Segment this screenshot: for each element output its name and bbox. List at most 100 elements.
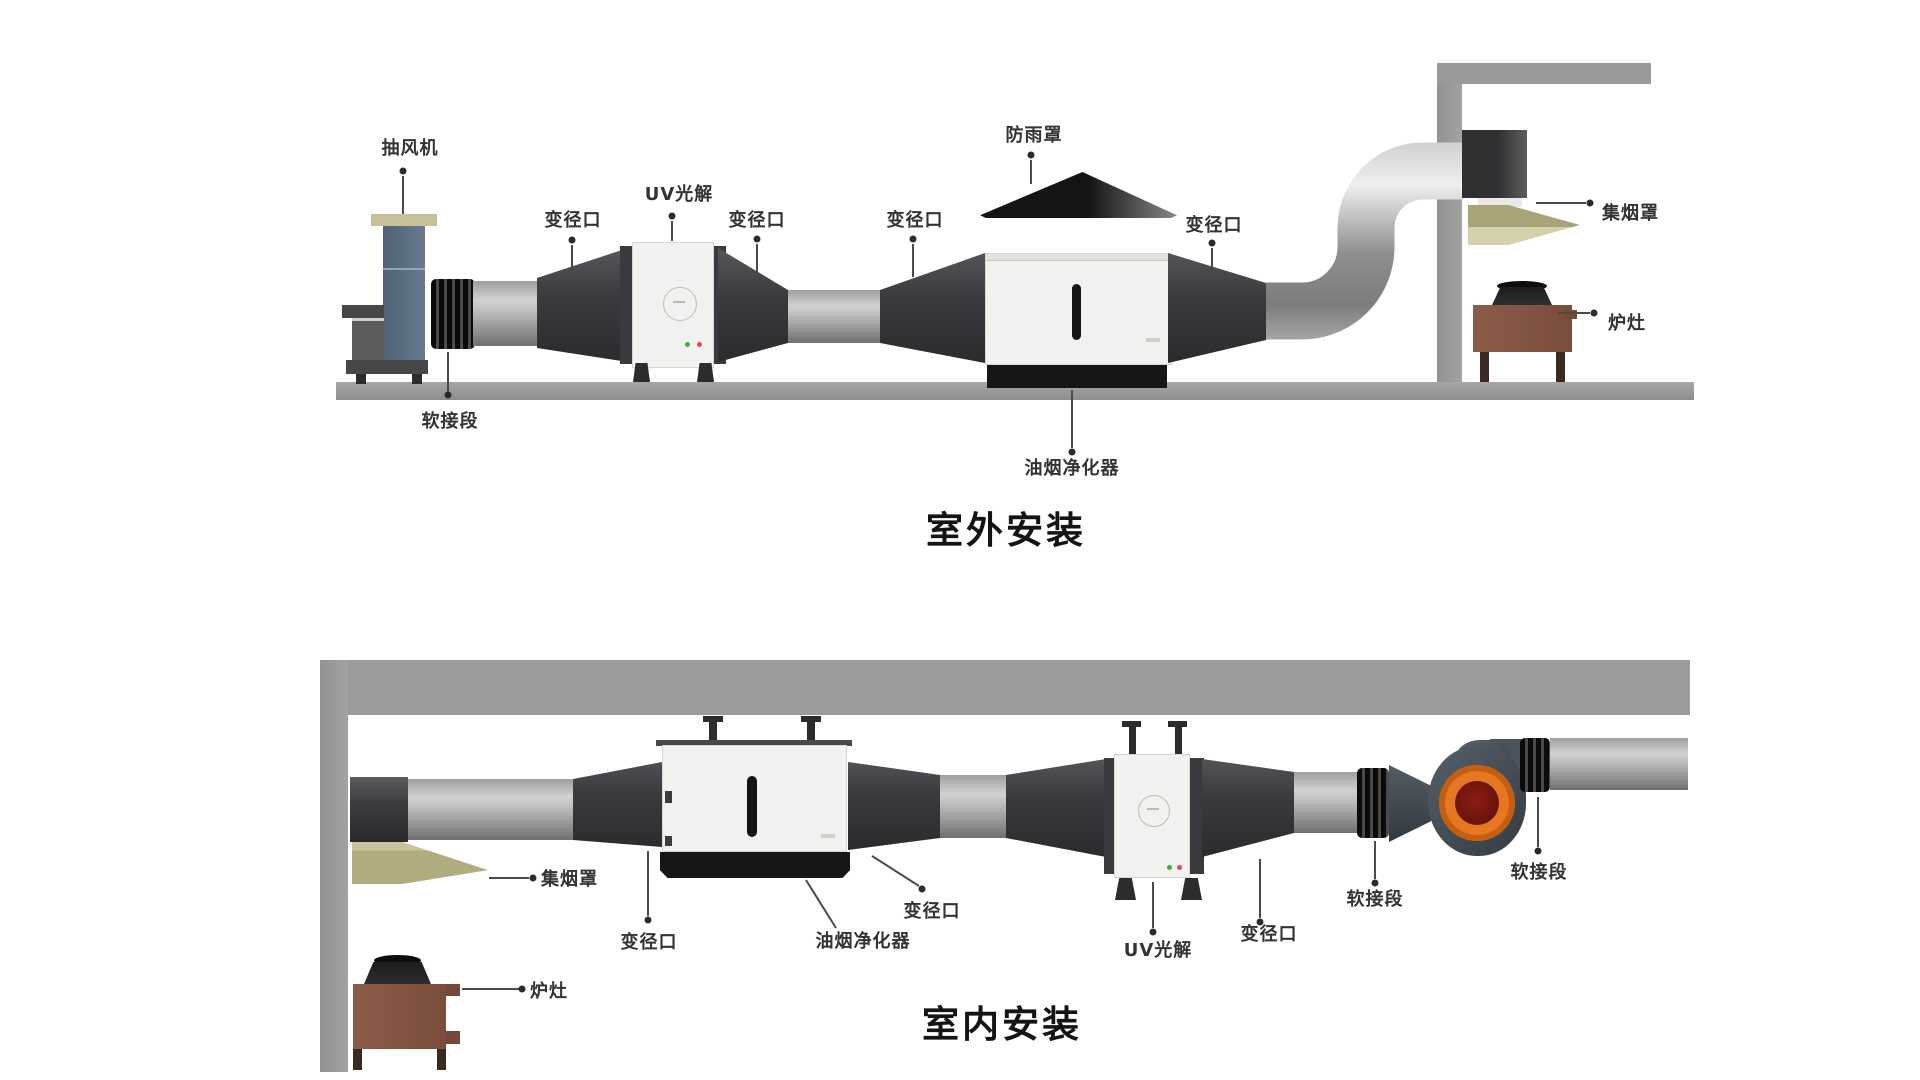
leader-line — [447, 352, 449, 392]
label-fume-purifier: 油烟净化器 — [1024, 458, 1120, 479]
stove-ledge — [1565, 310, 1577, 319]
leader-line — [571, 245, 573, 271]
leader-dot — [1256, 918, 1264, 926]
leader-line — [402, 176, 404, 214]
label-rain-cover: 防雨罩 — [1005, 125, 1063, 146]
leader-dot — [1208, 239, 1216, 247]
leader-dot — [518, 985, 526, 993]
uv-photolysis-unit — [632, 242, 714, 368]
leader-line — [671, 221, 673, 241]
leader-line — [1030, 160, 1032, 184]
hanger-rod — [1175, 727, 1182, 754]
uv-unit-leg — [1115, 878, 1136, 900]
leader-line — [756, 244, 758, 272]
purifier-serial-mark — [1146, 338, 1160, 342]
stove-body — [353, 984, 446, 1049]
purifier-serial-mark — [821, 834, 835, 838]
indoor-ceiling — [320, 660, 1690, 715]
fan-inlet-cone — [1389, 765, 1431, 842]
hanger-rod-cap — [703, 716, 723, 722]
fan-column-seam — [383, 268, 425, 270]
stove-burner-top — [374, 955, 421, 966]
reducer — [1168, 253, 1266, 363]
hanger-rod-cap — [1168, 721, 1187, 727]
hanger-rod — [709, 722, 717, 745]
leader-line — [489, 877, 529, 879]
uv-unit-logo — [663, 287, 697, 321]
hood-collar — [1478, 198, 1522, 207]
uv-unit-logo-mark — [1147, 808, 1159, 810]
label-reducer: 变径口 — [620, 932, 678, 953]
leader-dot — [1027, 151, 1035, 159]
leader-line — [1152, 882, 1154, 928]
flexible-joint-bellows — [1520, 738, 1550, 792]
duct-segment — [408, 779, 573, 840]
green-indicator-light — [1167, 865, 1172, 870]
label-stove: 炉灶 — [1608, 313, 1646, 334]
stove-leg — [353, 1049, 362, 1070]
leader-dot — [1371, 879, 1379, 887]
label-reducer: 变径口 — [1185, 215, 1243, 236]
purifier-base — [987, 365, 1167, 388]
leader-line — [1537, 797, 1539, 847]
stove-burner — [1492, 287, 1552, 305]
exhaust-fan-cap — [371, 214, 437, 226]
uv-unit-leg — [697, 363, 714, 382]
uv-photolysis-unit — [1114, 754, 1190, 878]
stove-ledge — [446, 984, 460, 996]
uv-unit-logo-mark — [673, 301, 685, 303]
stove-burner-top — [1497, 281, 1547, 291]
fan-leg — [412, 374, 422, 384]
outdoor-title: 室外安装 — [926, 509, 1086, 552]
wall-duct — [350, 777, 408, 842]
stove-leg — [1480, 352, 1489, 382]
fan-mount-box — [352, 318, 384, 365]
label-reducer: 变径口 — [903, 901, 961, 922]
label-stove: 炉灶 — [530, 981, 568, 1002]
label-reducer: 变径口 — [728, 210, 786, 231]
duct-segment — [1550, 738, 1688, 790]
label-reducer: 变径口 — [544, 210, 602, 231]
leader-line — [647, 851, 649, 916]
indoor-wall — [320, 660, 348, 1072]
leader-dot — [1534, 847, 1542, 855]
stove-ledge — [446, 1031, 460, 1044]
wall-duct-box — [1462, 130, 1527, 198]
outdoor-floor — [336, 382, 1694, 400]
leader-dot — [644, 916, 652, 924]
purifier-lid-edge — [986, 254, 1171, 261]
outdoor-ceiling — [1437, 63, 1651, 84]
purifier-slot — [747, 776, 757, 837]
uv-unit-leg — [1181, 878, 1202, 900]
leader-line — [1558, 312, 1590, 314]
label-uv-photolysis: UV光解 — [644, 184, 714, 205]
label-flexible-joint: 软接段 — [1510, 862, 1568, 883]
leader-line — [1536, 202, 1586, 204]
leader-line — [1259, 859, 1261, 918]
stove-leg — [437, 1049, 446, 1070]
leader-dot — [918, 885, 926, 893]
reducer — [573, 762, 662, 847]
leader-line — [1374, 841, 1376, 879]
leader-dot — [399, 167, 407, 175]
hanger-rod-cap — [801, 716, 821, 722]
purifier-hinge-mark — [665, 791, 672, 803]
leader-dot — [909, 235, 917, 243]
smoke-hood — [352, 842, 488, 884]
leader-dot — [1590, 309, 1598, 317]
reducer — [848, 762, 940, 850]
reducer — [880, 253, 985, 363]
indoor-title: 室内安装 — [922, 1003, 1082, 1046]
fan-bracket — [342, 305, 384, 318]
leader-dot — [529, 874, 537, 882]
duct-segment — [473, 281, 537, 346]
leader-line — [1211, 248, 1213, 272]
leader-dot — [568, 236, 576, 244]
purifier-lid — [656, 740, 852, 746]
flexible-joint-bellows — [431, 279, 475, 349]
purifier-slot — [1072, 284, 1081, 340]
red-indicator-light — [697, 342, 702, 347]
green-indicator-light — [685, 342, 690, 347]
fan-base-plate — [346, 360, 428, 374]
